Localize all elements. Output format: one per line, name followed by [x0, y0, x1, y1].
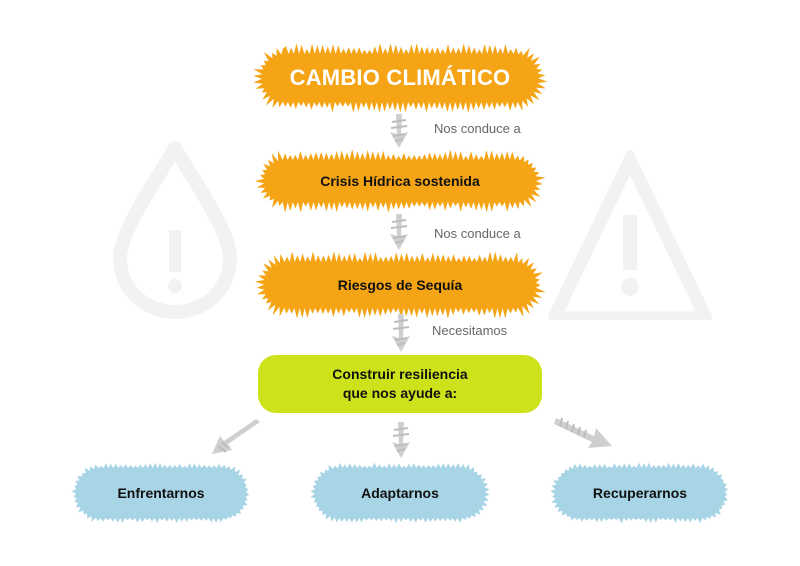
resiliencia-line-2: que nos ayude a:: [342, 385, 458, 401]
node-enfrentarnos-text: Enfrentarnos: [117, 485, 205, 501]
arrow-down-icon: [392, 422, 410, 458]
water-drop-warning-icon: [113, 141, 237, 319]
arrow-down-icon: [392, 314, 410, 352]
arrow-down-icon: [390, 214, 408, 250]
connector-label-3: Necesitamos: [432, 323, 508, 338]
spiky-shape: [71, 462, 250, 524]
spiky-outline: [253, 44, 548, 112]
node-riesgos-sequia: Riesgos de Sequía: [254, 252, 546, 318]
node-construir-resiliencia: Construir resiliencia que nos ayude a:: [258, 355, 542, 413]
connector-label-2: Nos conduce a: [434, 226, 521, 241]
node-enfrentarnos: Enfrentarnos: [70, 462, 252, 524]
node-riesgos-text: Riesgos de Sequía: [337, 277, 463, 293]
spiky-outline: [550, 462, 729, 524]
arrow-down-left-icon: [212, 419, 260, 454]
arrow-down-icon: [390, 114, 408, 148]
spiky-outline: [310, 462, 490, 524]
node-crisis-hidrica: Crisis Hídrica sostenida: [254, 150, 546, 212]
spiky-shape: [254, 150, 546, 212]
node-adaptarnos-text: Adaptarnos: [361, 485, 439, 501]
spiky-outline: [254, 150, 546, 212]
node-recuperarnos-text: Recuperarnos: [592, 485, 688, 501]
spiky-outline: [71, 462, 250, 524]
spiky-shape: [253, 44, 548, 112]
spiky-shape: [255, 252, 546, 318]
arrow-down-right-icon: [554, 417, 612, 448]
warning-triangle-icon: [548, 150, 712, 320]
node-recuperarnos: Recuperarnos: [549, 462, 731, 524]
node-cambio-climatico: CAMBIO CLIMÁTICO: [252, 44, 548, 112]
node-title-text: CAMBIO CLIMÁTICO: [289, 65, 511, 90]
node-resiliencia-text: Construir resiliencia que nos ayude a:: [332, 365, 467, 403]
spiky-shape: [550, 462, 729, 524]
node-adaptarnos: Adaptarnos: [309, 462, 491, 524]
resiliencia-line-1: Construir resiliencia: [332, 366, 468, 382]
spiky-outline: [255, 252, 546, 318]
spiky-shape: [310, 462, 490, 524]
connector-label-1: Nos conduce a: [434, 121, 521, 136]
node-crisis-text: Crisis Hídrica sostenida: [320, 173, 480, 189]
